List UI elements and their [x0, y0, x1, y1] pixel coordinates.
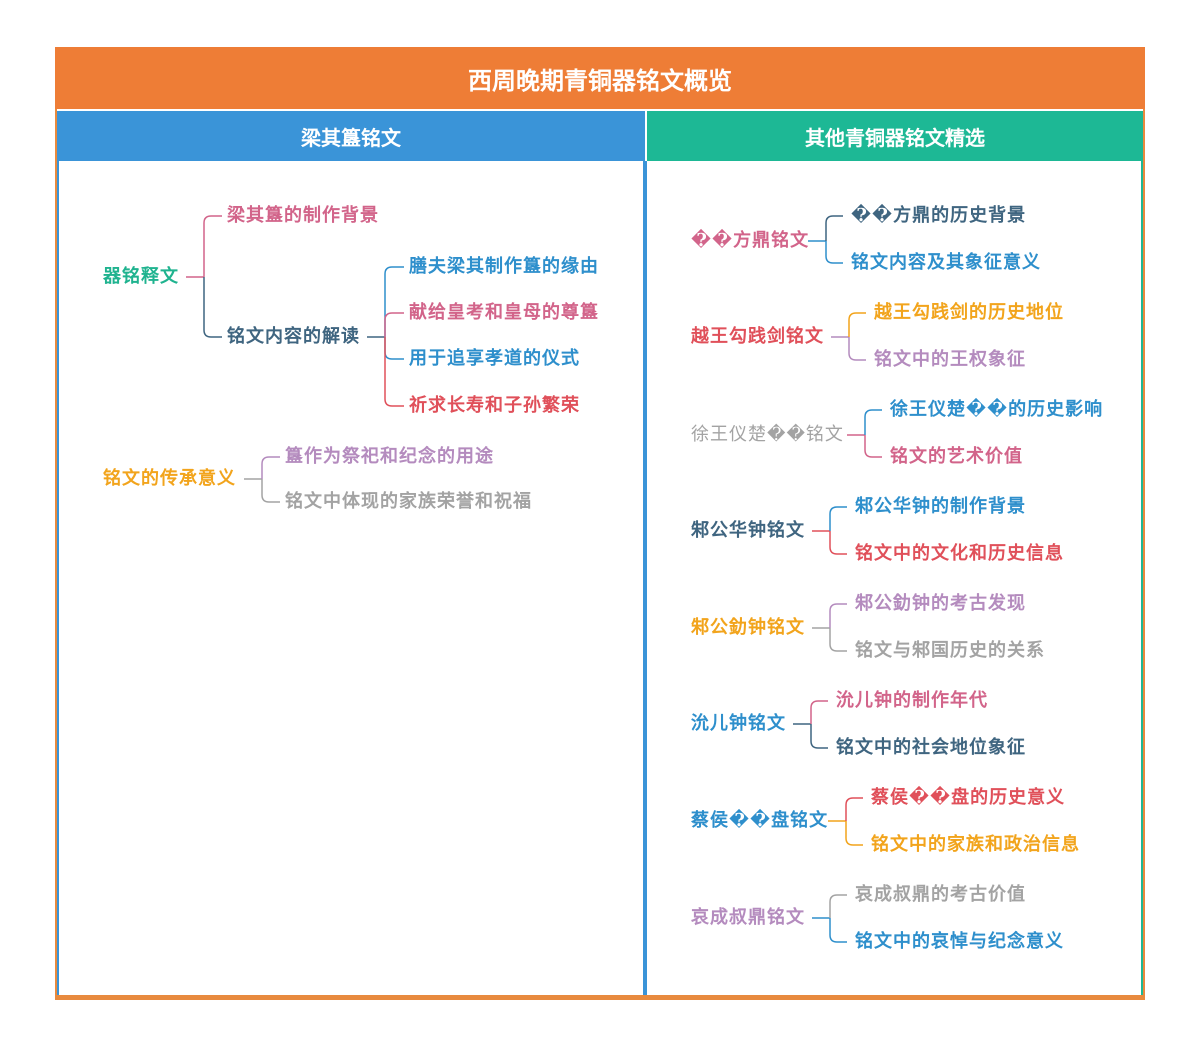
node-qiming-background: 梁其簋的制作背景 [227, 205, 379, 226]
node-reading-item: 祈求长寿和子孙繁荣 [409, 395, 580, 416]
group-child: 铭文中的家族和政治信息 [871, 834, 1080, 855]
group-label: 蔡侯��盘铭文 [691, 810, 829, 831]
group-child: 邾公釛钟的考古发现 [855, 593, 1026, 614]
group-child: 铭文内容及其象征意义 [851, 252, 1041, 273]
page-title: 西周晚期青铜器铭文概览 [55, 47, 1145, 109]
group-child: 铭文中的王权象征 [874, 349, 1026, 370]
group-child: 铭文的艺术价值 [890, 446, 1023, 467]
group-label: 邾公华钟铭文 [691, 520, 805, 541]
group-child: 邾公华钟的制作背景 [855, 496, 1026, 517]
group-label: 哀成叔鼎铭文 [691, 907, 805, 928]
node-reading-item: 献给皇考和皇母的尊簋 [409, 302, 599, 323]
group-child: 铭文与邾国历史的关系 [855, 640, 1045, 661]
group-child: 哀成叔鼎的考古价值 [855, 884, 1026, 905]
group-label: 徐王仪楚��铭文 [691, 424, 844, 445]
group-label: 越王勾践剑铭文 [691, 326, 824, 347]
bottom-border [55, 995, 1145, 998]
node-reading: 铭文内容的解读 [227, 326, 360, 347]
group-child: 铭文中的哀悼与纪念意义 [855, 931, 1064, 952]
group-label: 邾公釛钟铭文 [691, 617, 805, 638]
node-legacy-item: 簋作为祭祀和纪念的用途 [285, 446, 494, 467]
group-child: 蔡侯��盘的历史意义 [871, 787, 1066, 808]
left-column-header: 梁其簋铭文 [57, 111, 645, 161]
right-column-panel [645, 161, 1143, 997]
group-child: 铭文中的文化和历史信息 [855, 543, 1064, 564]
group-child: ��方鼎的历史背景 [851, 205, 1027, 226]
node-reading-item: 用于追享孝道的仪式 [409, 348, 580, 369]
group-child: 徐王仪楚��的历史影响 [890, 399, 1104, 420]
group-label: ��方鼎铭文 [691, 230, 810, 251]
right-column-header: 其他青铜器铭文精选 [647, 111, 1143, 161]
group-child: 铭文中的社会地位象征 [836, 737, 1026, 758]
node-legacy-item: 铭文中体现的家族荣誉和祝福 [285, 491, 532, 512]
group-child: 越王勾践剑的历史地位 [874, 302, 1064, 323]
left-column-panel [57, 161, 645, 997]
node-reading-item: 膳夫梁其制作簋的缘由 [409, 256, 599, 277]
group-child: 沇儿钟的制作年代 [836, 690, 988, 711]
group-label: 沇儿钟铭文 [691, 713, 786, 734]
node-legacy: 铭文的传承意义 [103, 468, 236, 489]
node-qiming: 器铭释文 [103, 266, 179, 287]
